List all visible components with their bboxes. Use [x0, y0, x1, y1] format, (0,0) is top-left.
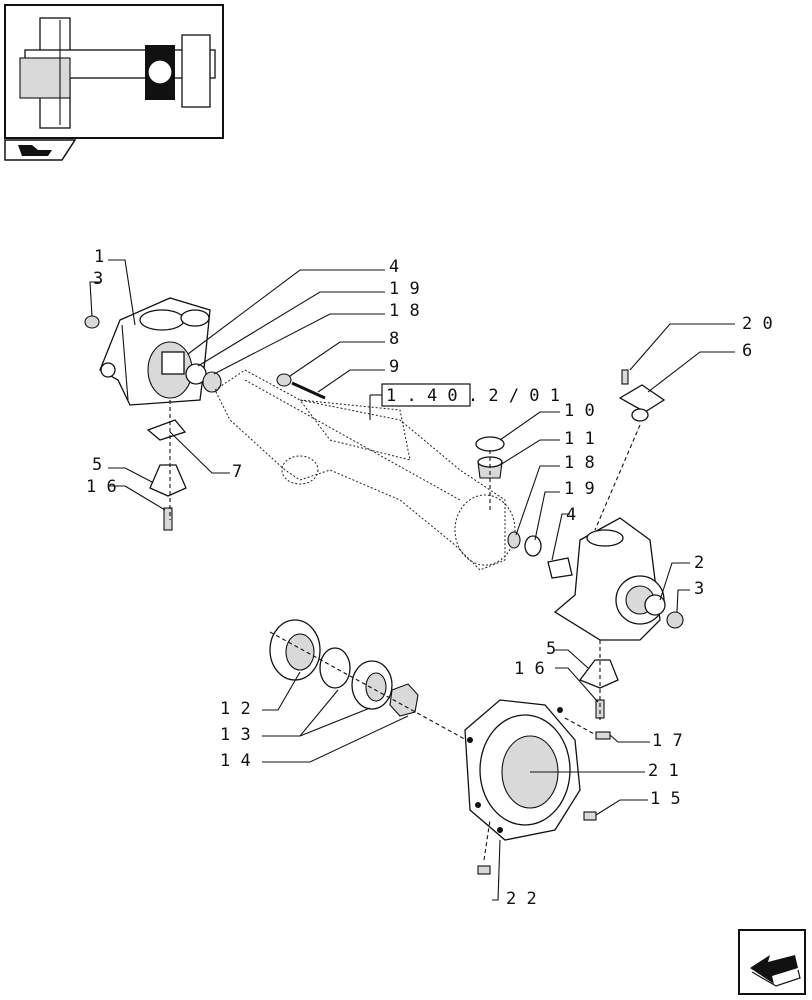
callout-11: 1 1	[564, 429, 595, 449]
callout-12: 1 2	[220, 699, 251, 719]
callout-6: 6	[742, 341, 752, 361]
leader-lines	[89, 259, 735, 901]
callout-17: 1 7	[652, 731, 683, 751]
wheel-hub-21	[464, 699, 581, 841]
callout-10: 1 0	[564, 401, 595, 421]
callout-21: 2 1	[648, 761, 679, 781]
nut-14	[389, 683, 419, 717]
callout-4-top: 4	[389, 257, 399, 277]
bolt-20	[621, 369, 629, 385]
king-pin-5-left	[149, 464, 187, 497]
callout-5-right: 5	[546, 639, 556, 659]
stud-17	[595, 731, 611, 740]
bearing-13	[319, 647, 393, 710]
callout-13: 1 3	[220, 725, 251, 745]
axle-housing	[214, 369, 516, 571]
reference-box-label: 1 . 4 0 . 2 / 0 1	[386, 386, 560, 406]
callout-22: 2 2	[506, 889, 537, 909]
callout-16-right: 1 6	[514, 659, 545, 679]
callout-2: 2	[694, 553, 704, 573]
callout-3-right: 3	[694, 579, 704, 599]
book-reference-icon[interactable]	[4, 139, 77, 161]
callout-16-left: 1 6	[86, 477, 117, 497]
bush-8	[276, 373, 292, 387]
callout-8: 8	[389, 329, 399, 349]
callout-18-right: 1 8	[564, 453, 595, 473]
grease-fitting-16-left	[163, 507, 173, 531]
bush-4-right	[547, 557, 573, 579]
bearing-cap-7	[146, 419, 187, 441]
thumbnail-axle-icon[interactable]	[4, 4, 224, 139]
ring-19-right	[524, 535, 542, 557]
ring-10	[475, 436, 505, 452]
grease-fitting-16-right	[595, 699, 605, 719]
seal-18-left	[202, 371, 222, 393]
cap-6	[618, 384, 666, 413]
king-pin-5-right	[578, 659, 619, 689]
nut-left	[84, 315, 100, 329]
plug-15	[583, 811, 597, 821]
callout-5-left: 5	[92, 455, 102, 475]
callout-7: 7	[232, 462, 242, 482]
callout-20: 2 0	[742, 314, 773, 334]
callout-15: 1 5	[650, 789, 681, 809]
bolt-9	[291, 381, 326, 400]
callout-3-left: 3	[93, 269, 103, 289]
callout-14: 1 4	[220, 751, 251, 771]
callout-19-right: 1 9	[564, 479, 595, 499]
callout-9: 9	[389, 357, 399, 377]
steering-knuckle-left	[99, 297, 211, 406]
nut-3-right	[666, 611, 684, 629]
pin-22	[477, 865, 491, 875]
callout-1: 1	[94, 247, 104, 267]
steering-knuckle-right	[553, 517, 666, 641]
callout-19-left: 1 9	[389, 279, 420, 299]
callout-labels: 1 3 4 1 9 1 8 8 9 7 5 1 6 1 0 1 1 1 8 1 …	[86, 247, 773, 909]
hub-seal-12	[269, 619, 321, 681]
reference-link[interactable]: 1 . 4 0 . 2 / 0 1	[369, 383, 560, 420]
callout-4-right: 4	[566, 505, 576, 525]
seal-18-right	[507, 531, 521, 549]
next-page-arrow-icon[interactable]	[738, 929, 806, 995]
callout-18-left: 1 8	[389, 301, 420, 321]
